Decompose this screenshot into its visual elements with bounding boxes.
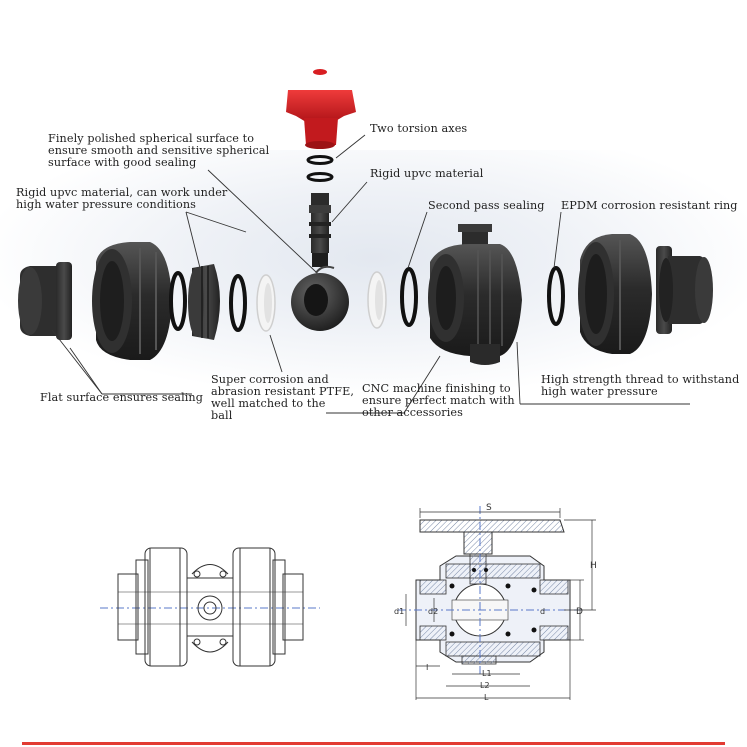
- right-union-nut: [578, 234, 652, 354]
- ptfe-seat-right: [367, 271, 387, 329]
- dim-d: d: [540, 607, 545, 616]
- dim-s: S: [486, 503, 492, 513]
- callout-leader-lines: [51, 134, 690, 414]
- callout-flat-surface: Flat surface ensures sealing: [40, 391, 204, 404]
- top-view-drawing: [100, 547, 320, 667]
- ptfe-seat-left: [256, 274, 276, 332]
- section-view-drawing: S H d1 d2 d D I L1 L2 L: [394, 503, 597, 702]
- valve-stem: [309, 193, 331, 267]
- dim-h: H: [590, 561, 597, 571]
- left-o-ring: [169, 271, 187, 331]
- callout-second-pass-sealing: Second pass sealing: [428, 199, 545, 212]
- dim-l1: L1: [482, 669, 492, 678]
- callout-two-torsion-axes: Two torsion axes: [370, 122, 468, 135]
- left-union-nut: [92, 242, 172, 360]
- callout-finely-polished: Finely polished spherical surface to ens…: [48, 132, 270, 169]
- seal-o-ring: [229, 274, 247, 332]
- right-end-connector: [656, 246, 713, 334]
- callout-rigid-upvc-pressure: Rigid upvc material, can work under high…: [16, 186, 228, 211]
- dim-l: L: [484, 693, 489, 702]
- left-end-connector: [18, 262, 72, 340]
- second-pass-o-ring: [400, 267, 418, 327]
- valve-body: [428, 224, 522, 365]
- dim-d1: d1: [394, 607, 404, 616]
- epdm-o-ring: [547, 266, 565, 326]
- callout-rigid-upvc: Rigid upvc material: [370, 167, 484, 180]
- callout-cnc: CNC machine finishing to ensure perfect …: [362, 382, 515, 419]
- valve-ball: [291, 265, 349, 331]
- callout-epdm-ring: EPDM corrosion resistant ring: [561, 199, 738, 212]
- dim-d2: d2: [428, 607, 438, 616]
- dim-l2: L2: [480, 681, 490, 690]
- threaded-ring: [188, 264, 220, 340]
- bottom-accent-rule: [22, 742, 725, 745]
- callout-ptfe: Super corrosion and abrasion resistant P…: [211, 373, 354, 422]
- dim-i: I: [426, 663, 428, 672]
- dim-D: D: [576, 607, 583, 617]
- stem-o-rings: [306, 155, 334, 182]
- red-handle: [286, 69, 356, 149]
- callout-high-strength-thread: High strength thread to withstand high w…: [541, 373, 740, 398]
